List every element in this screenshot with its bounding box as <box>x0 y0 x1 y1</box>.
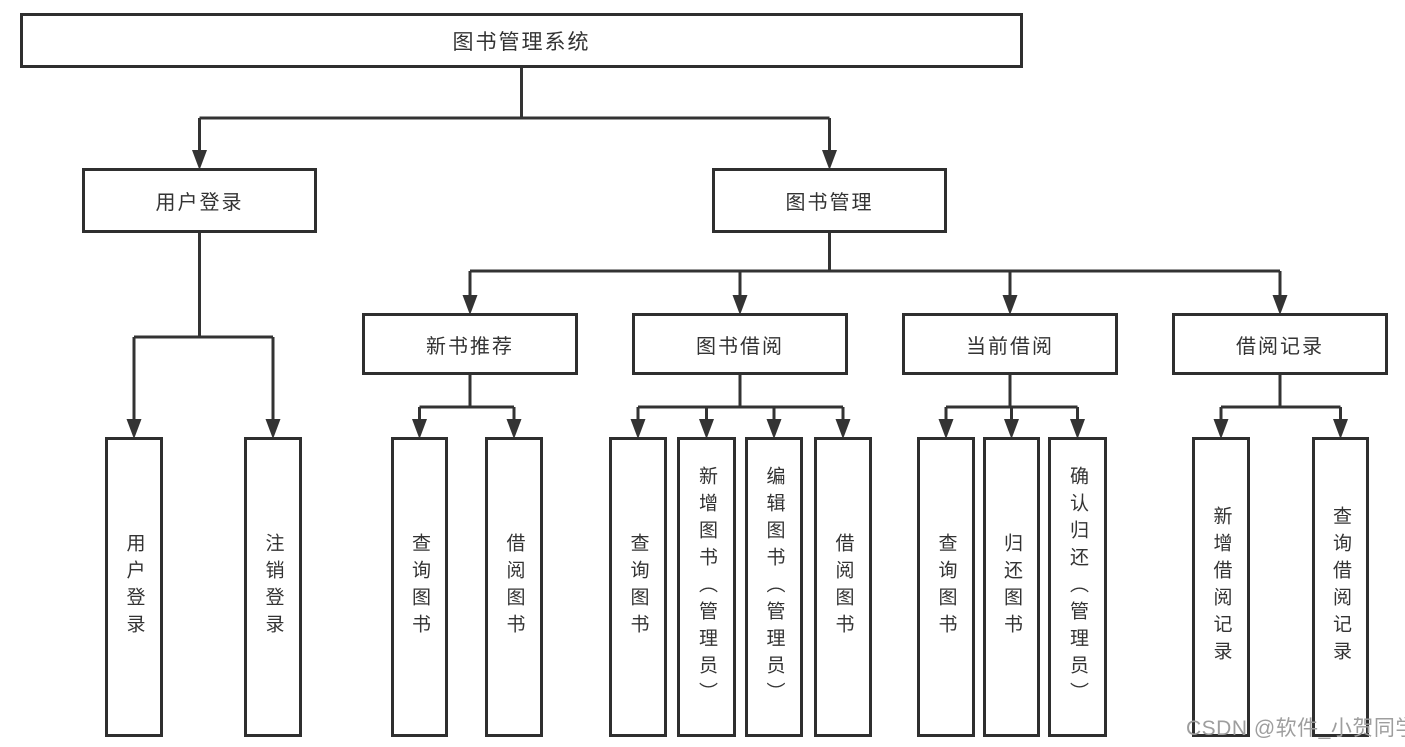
node-label: 查询借阅记录 <box>1330 506 1351 668</box>
node-label: 图书借阅 <box>696 335 784 358</box>
node-label: 当前借阅 <box>966 335 1054 358</box>
node-label: 图书管理系统 <box>452 30 591 54</box>
arrowhead-icon <box>699 419 714 439</box>
edge-borrow-records <box>1219 374 1342 423</box>
arrowhead-icon <box>126 419 142 439</box>
arrowhead-icon <box>506 419 522 439</box>
arrowhead-icon <box>822 150 837 170</box>
arrowhead-icon <box>192 150 207 170</box>
arrowhead-icon <box>265 419 281 439</box>
edge-new-book-rec <box>418 374 516 423</box>
node-leaf-user-login: 用户登录 <box>105 437 163 737</box>
arrowhead-icon <box>732 295 748 315</box>
node-label: 用户登录 <box>155 192 244 214</box>
node-leaf-add-borrow-record: 新增借阅记录 <box>1192 437 1250 737</box>
node-leaf-confirm-return: 确认归还（管理员） <box>1048 437 1107 737</box>
arrowhead-icon <box>412 419 427 439</box>
node-leaf-return-book: 归还图书 <box>983 437 1040 737</box>
node-label: 编辑图书（管理员） <box>763 465 785 709</box>
node-label: 用户登录 <box>123 533 145 641</box>
node-leaf-edit-book: 编辑图书（管理员） <box>745 437 803 737</box>
arrowhead-icon <box>1070 419 1085 439</box>
node-label: 查询图书 <box>409 533 430 641</box>
node-leaf-query-book-1: 查询图书 <box>391 437 448 737</box>
arrowhead-icon <box>938 419 954 439</box>
arrowhead-icon <box>766 419 782 439</box>
arrowhead-icon <box>1002 295 1018 315</box>
node-leaf-query-book-2: 查询图书 <box>609 437 667 737</box>
node-current-borrow: 当前借阅 <box>902 313 1118 375</box>
node-label: 图书管理 <box>785 192 874 214</box>
arrowhead-icon <box>1333 419 1348 439</box>
arrowhead-icon <box>1272 295 1288 315</box>
node-leaf-borrow-book-2: 借阅图书 <box>814 437 872 737</box>
node-label: 借阅记录 <box>1236 335 1324 358</box>
node-label: 新书推荐 <box>426 335 514 358</box>
node-new-book-rec: 新书推荐 <box>362 313 578 375</box>
node-book-mgmt: 图书管理 <box>712 168 947 233</box>
node-leaf-borrow-book-1: 借阅图书 <box>485 437 543 737</box>
node-label: 注销登录 <box>262 533 284 641</box>
node-book-borrow: 图书借阅 <box>632 313 848 375</box>
node-leaf-logout: 注销登录 <box>244 437 302 737</box>
node-label: 新增图书（管理员） <box>696 465 717 709</box>
node-leaf-add-book: 新增图书（管理员） <box>677 437 736 737</box>
node-label: 查询图书 <box>935 533 957 641</box>
node-label: 确认归还（管理员） <box>1067 465 1088 709</box>
edge-book-borrow <box>636 374 845 423</box>
node-label: 新增借阅记录 <box>1210 506 1232 668</box>
node-leaf-query-borrow-record: 查询借阅记录 <box>1312 437 1369 737</box>
node-user-login: 用户登录 <box>82 168 317 233</box>
node-root: 图书管理系统 <box>20 13 1023 68</box>
edge-current-borrow <box>944 374 1079 423</box>
arrowhead-icon <box>835 419 851 439</box>
node-label: 查询图书 <box>627 533 649 641</box>
watermark: CSDN @软件_小贺同学 <box>1186 717 1405 740</box>
arrowhead-icon <box>462 295 478 315</box>
node-leaf-query-book-3: 查询图书 <box>917 437 975 737</box>
edge-root <box>198 67 831 154</box>
node-borrow-records: 借阅记录 <box>1172 313 1388 375</box>
node-label: 归还图书 <box>1001 533 1022 641</box>
edge-user-login <box>132 232 275 423</box>
arrowhead-icon <box>630 419 646 439</box>
edge-book-mgmt <box>468 232 1282 299</box>
arrowhead-icon <box>1213 419 1229 439</box>
arrowhead-icon <box>1004 419 1019 439</box>
node-label: 借阅图书 <box>832 533 854 641</box>
node-label: 借阅图书 <box>503 533 525 641</box>
